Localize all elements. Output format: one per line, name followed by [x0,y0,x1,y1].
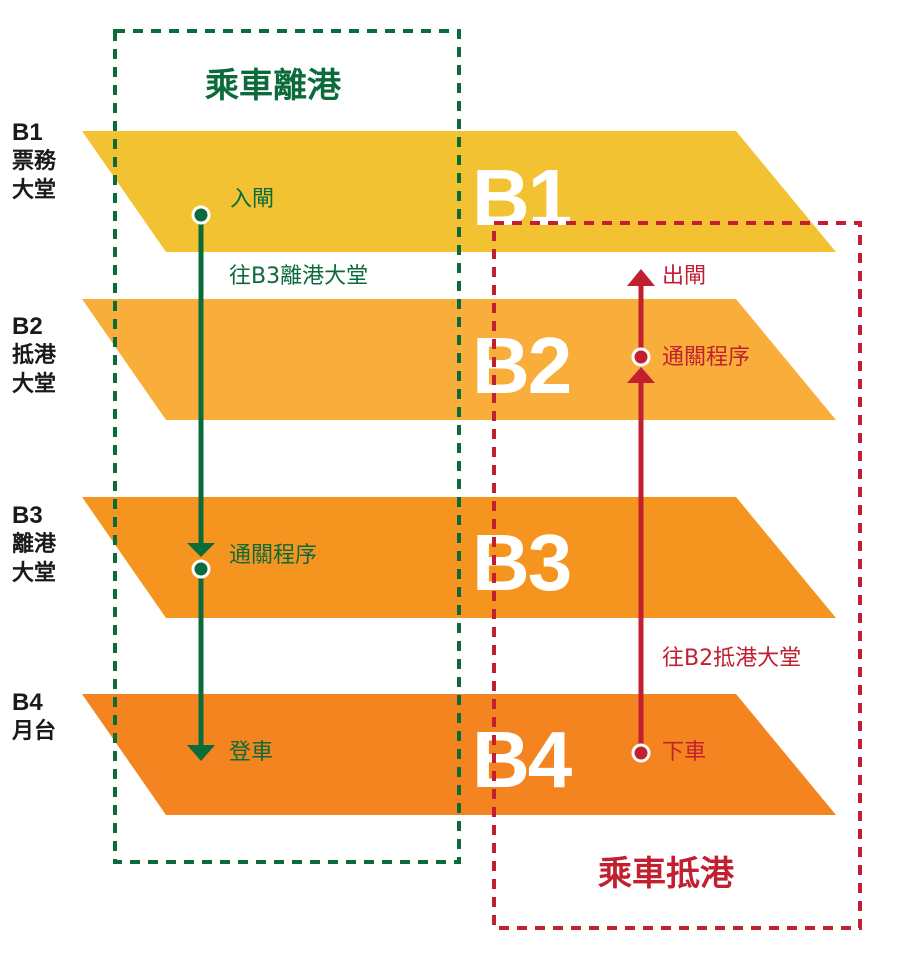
stop-dot-icon [191,205,211,225]
band-code-b1: B1 [472,153,572,242]
floor-label-b2: B2 抵港 大堂 [12,312,56,399]
floor-name: 大堂 [12,178,57,203]
departure-step-to-b3: 往B3離港大堂 [229,264,369,289]
stop-dot-icon [191,559,211,579]
stop-dot-icon [631,347,651,367]
floor-label-b4: B4 月台 [12,688,56,746]
departure-step-customs: 通關程序 [229,543,318,568]
floor-name: 離港 [12,532,57,557]
departure-step-board: 登車 [229,740,274,765]
floor-code: B2 [12,313,43,340]
floor-code: B4 [12,689,43,716]
floor-name: 抵港 [12,343,57,368]
arrival-step-alight: 下車 [662,740,707,765]
floor-name: 大堂 [12,372,57,397]
band-code-b2: B2 [472,321,572,410]
floor-name: 月台 [12,719,57,744]
departure-title: 乘車離港 [205,66,341,106]
floor-name: 票務 [12,149,57,174]
floor-code: B1 [12,119,43,146]
floor-label-b1: B1 票務 大堂 [12,118,56,205]
floor-label-b3: B3 離港 大堂 [12,501,56,588]
departure-step-enter-gate: 入閘 [230,187,275,212]
arrival-step-to-b2: 往B2抵港大堂 [662,646,802,671]
floor-code: B3 [12,502,43,529]
floor-name: 大堂 [12,561,57,586]
arrow-up-icon [627,269,655,286]
band-code-b3: B3 [472,518,572,607]
floor-band-b1 [82,131,836,252]
band-code-b4: B4 [472,715,572,804]
floor-band-b4 [82,694,836,815]
arrival-step-customs: 通關程序 [662,345,751,370]
arrival-title: 乘車抵港 [598,854,734,894]
floor-band-b3 [82,497,836,618]
departure-flow [187,205,215,761]
stop-dot-icon [631,743,651,763]
arrival-step-exit-gate: 出閘 [662,264,707,289]
